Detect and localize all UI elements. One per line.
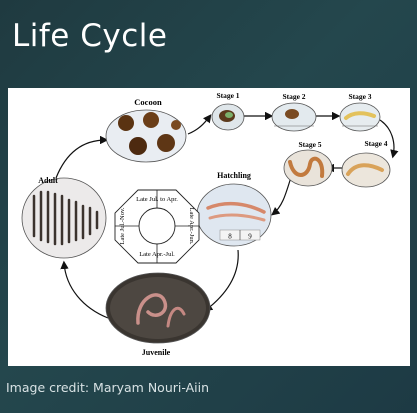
cocoon-label: Cocoon <box>134 97 162 107</box>
season-bottom: Late Apr.-Jul. <box>139 251 175 258</box>
arrow-stage5-to-hatchling <box>271 173 293 216</box>
season-left: Late Jul.-Nov. <box>119 207 126 244</box>
cocoon-stage: Cocoon <box>105 97 187 163</box>
stage2: Stage 2 <box>271 92 317 132</box>
stage3: Stage 3 <box>339 92 381 132</box>
juvenile-stage: Juvenile <box>105 272 211 357</box>
stage3-label: Stage 3 <box>348 92 371 101</box>
stage1-label: Stage 1 <box>216 91 239 100</box>
season-wheel: Late Jul. to Apr. Late Apr.-Jul. Late Ju… <box>114 189 200 264</box>
stage5: Stage 5 <box>283 140 333 187</box>
life-cycle-figure: Cocoon Stage 1 Stage 2 Stage 3 Stag <box>21 91 399 357</box>
adult-label: Adult <box>38 176 58 185</box>
arrow-adult-to-cocoon <box>55 135 109 179</box>
life-cycle-diagram: Cocoon Stage 1 Stage 2 Stage 3 Stag <box>8 88 410 366</box>
arrow-hatchling-to-juvenile <box>204 249 239 312</box>
season-right: Late Apr.-Jun. <box>188 207 195 244</box>
season-top: Late Jul. to Apr. <box>136 196 178 203</box>
ruler-label-8: 8 <box>228 233 232 241</box>
stage4: Stage 4 <box>341 139 391 188</box>
ruler-label-9: 9 <box>248 233 252 241</box>
stage4-label: Stage 4 <box>364 139 387 148</box>
adult-stage: Adult <box>21 176 107 259</box>
stage5-label: Stage 5 <box>298 140 321 149</box>
image-credit: Image credit: Maryam Nouri-Aiin <box>6 380 210 395</box>
hatchling-label: Hatchling <box>217 171 251 180</box>
juvenile-label: Juvenile <box>142 348 171 357</box>
stage1: Stage 1 <box>211 91 245 131</box>
stage2-label: Stage 2 <box>282 92 305 101</box>
arrow-cocoon-to-stage1 <box>187 114 212 135</box>
arrow-stage3-to-stage4 <box>379 119 399 159</box>
slide-title: Life Cycle <box>12 18 168 54</box>
hatchling-stage: 8 9 Hatchling <box>196 171 272 247</box>
arrow-juvenile-to-adult <box>60 260 109 319</box>
